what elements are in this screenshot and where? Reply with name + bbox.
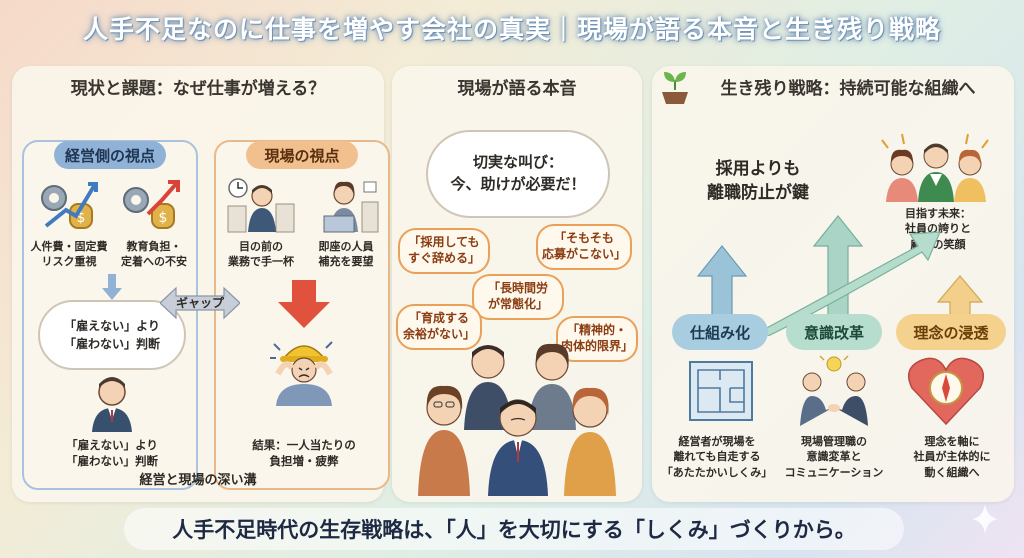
sparkle-icon [972,504,998,534]
pillar-philosophy: 理念の浸透 [896,314,1006,350]
bottom-banner: 人手不足時代の生存戦略は、「人」を大切にする「しくみ」づくりから。 [124,508,904,550]
mgmt-thought-bubble: 「雇えない」より 「雇わない」判断 [38,300,186,370]
voice-tag-3: 「長時間労 が常態化」 [472,274,564,320]
field-caption: 結果：一人当たりの 負担増・疲弊 [252,438,356,468]
field-item2-label: 即座の人員 補充を要望 [318,240,374,268]
panel-current-issues: 現状と課題：なぜ仕事が増える？ 経営側の視点 $ $ 人件 [12,66,390,502]
voice-tag-5: 「精神的・ 肉体的限界」 [556,316,638,362]
banner-text: 人手不足時代の生存戦略は、「人」を大切にする「しくみ」づくりから。 [172,518,856,542]
manager-avatar [86,372,138,432]
blueprint-icon [686,356,756,426]
management-view-title: 経営側の視点 [54,141,166,169]
mgmt-caption: 「雇えない」より 「雇わない」判断 [66,438,158,468]
arrow-down-red-icon [278,280,330,328]
pillar3-desc: 理念を軸に 社員が主体的に 動く組織へ [913,435,991,479]
field-view-title: 現場の視点 [246,141,358,169]
happy-team-icon [872,130,998,202]
gear-money-icon: $ [36,176,100,234]
mgmt-item1-label: 人件費・固定費 リスク重視 [30,240,108,268]
panel-field-voices: 現場が語る本音 切実な叫び： 今、助けが必要だ！ 「採用しても すぐ辞める」 「… [392,66,642,502]
panel3-heading: 生き残り戦略：持続可能な組織へ [720,79,976,99]
panel1-heading: 現状と課題：なぜ仕事が増える？ [70,79,326,99]
pillar-systematization: 仕組み化 [672,314,768,350]
worker-laptop-icon [310,176,380,234]
voice-tag-2: 「そもそも 応募がこない」 [536,224,632,270]
field-item1-label: 目の前の 業務で手一杯 [228,240,294,268]
arrow-down-icon [102,274,122,300]
cry-text: 切実な叫び： 今、助けが必要だ！ [450,153,586,193]
gap-label: ギャップ [175,296,224,310]
stressed-worker-helmet-icon [266,334,342,406]
sprout-icon [660,70,690,104]
svg-text:$: $ [77,210,86,226]
panel1-footer: 経営と現場の深い溝 [139,473,257,488]
panel-survival-strategy: 生き残り戦略：持続可能な組織へ 採用よりも 離職防止が鍵 目指す未来： 社員の誇… [652,66,1014,502]
mgmt-bubble-text: 「雇えない」より 「雇わない」判断 [63,319,160,351]
voice-tag-1: 「採用しても すぐ辞める」 [398,228,490,274]
panel2-heading: 現場が語る本音 [457,79,577,99]
title-bar: 人手不足なのに仕事を増やす会社の真実｜現場が語る本音と生き残り戦略 [0,0,1024,56]
key-message: 採用よりも 離職防止が鍵 [707,159,809,203]
cry-thought-bubble: 切実な叫び： 今、助けが必要だ！ [426,130,610,218]
svg-text:$: $ [159,210,168,226]
gap-double-arrow [160,286,240,320]
handshake-lightbulb-icon [796,354,872,426]
worried-workers-group-icon [410,330,626,496]
overwhelmed-worker-icon [226,176,296,234]
page-title: 人手不足なのに仕事を増やす会社の真実｜現場が語る本音と生き残り戦略 [82,15,941,44]
pillar1-desc: 経営者が現場を 離れても自走する 「あたたかいしくみ」 [661,435,773,479]
mgmt-item2-label: 教育負担・ 定着への不安 [121,240,187,268]
field-view-box: 現場の視点 目の前の 業務で手一杯 即座の人員 補充を [214,140,390,490]
pillar2-desc: 現場管理職の 意識変革と コミュニケーション [784,435,884,479]
voice-tag-4: 「育成する 余裕がない」 [396,304,482,350]
management-view-box: 経営側の視点 $ $ 人件費・固定費 リスク重視 教育負担・ 定着 [22,140,198,490]
gear-money-up-icon: $ [118,176,182,234]
pillar-mindset-reform: 意識改革 [786,314,882,350]
heart-compass-icon [906,354,986,426]
